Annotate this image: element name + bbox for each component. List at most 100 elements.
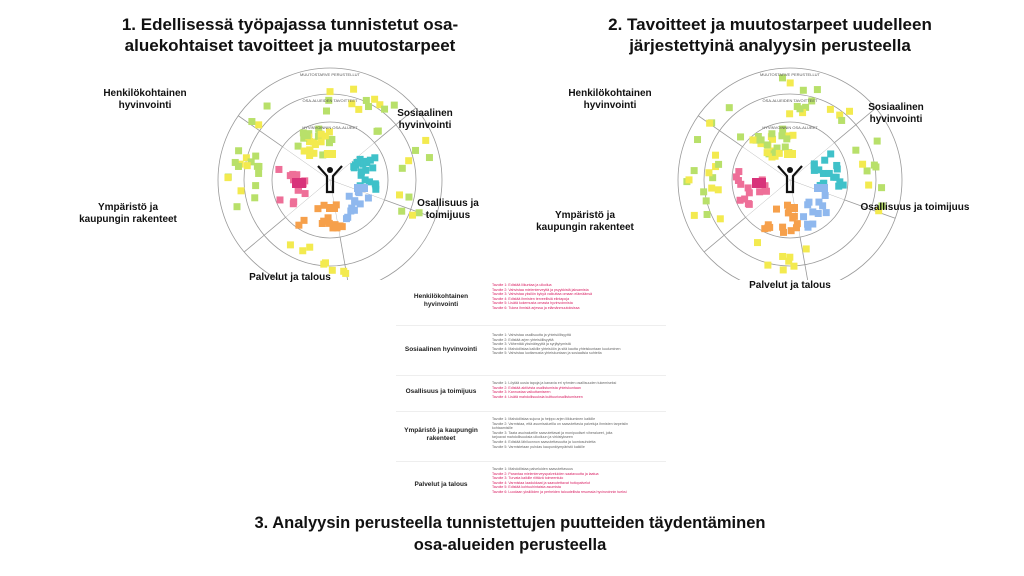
center-note (354, 184, 368, 192)
sticky-note (319, 151, 327, 159)
sticky-note (317, 130, 325, 138)
goal-item: tarjoavat mahdollisuuksia ulkoiluun ja v… (492, 435, 573, 440)
sticky-note (821, 156, 829, 164)
sector-label-social: Sosiaalinen hyvinvointi (397, 108, 453, 131)
sticky-note (390, 101, 398, 109)
sticky-note (819, 169, 827, 177)
sticky-note (348, 100, 356, 108)
goal-item: Tavoite 5: Vahvistaa luottamusta yhteisk… (492, 351, 602, 356)
sticky-note (878, 202, 886, 210)
sticky-note (293, 171, 301, 179)
person-icon (317, 165, 343, 194)
sticky-note (825, 169, 833, 177)
wellbeing-wheel-2: MUUTOSTARVE PERUSTELLUT OSA-ALUEIDEN TAV… (677, 67, 903, 293)
sticky-note (878, 184, 886, 192)
sticky-note (836, 111, 844, 119)
sticky-note (234, 162, 242, 170)
sticky-note (808, 97, 816, 105)
sticky-note (356, 200, 364, 208)
sticky-note (357, 168, 365, 176)
sticky-note (810, 162, 818, 170)
ring-circle (731, 121, 849, 239)
sticky-note (809, 208, 817, 216)
ring-label-middle: OSA-ALUEIDEN TAVOITTEET (763, 98, 818, 103)
sticky-note (295, 221, 303, 229)
sticky-note (741, 195, 749, 203)
sticky-note (350, 85, 358, 93)
table-goals: Tavoite 1: Löytää uusia tapoja ja kanavi… (492, 381, 664, 399)
sticky-note (361, 176, 369, 184)
sticky-note (342, 215, 350, 223)
sticky-note (396, 191, 404, 199)
sector-label-services: Palvelut ja talous (249, 272, 331, 283)
goal-item: Tavoite 6: Tukea ihmisiä arjessa ja eläm… (492, 305, 580, 310)
sticky-note (237, 187, 245, 195)
sticky-note (425, 154, 433, 162)
sticky-note (796, 105, 804, 113)
goal-item: Tavoite 3: Taata asuinalueille saavutett… (492, 430, 613, 435)
sticky-note (405, 193, 413, 201)
sticky-note (299, 247, 307, 255)
table-category: Osallisuus ja toimijuus (405, 388, 477, 395)
sticky-note (734, 176, 742, 184)
table-row: Sosiaalinen hyvinvointi Tavoite 1: Vahvi… (396, 325, 666, 376)
sticky-note (815, 166, 823, 174)
sticky-note (863, 167, 871, 175)
goal-item: Tavoite 4: Edistää lähiluonnon saavutett… (492, 439, 596, 444)
sticky-note (703, 210, 711, 218)
table-goals: Tavoite 1: Vahvistaa osallisuutta ja yht… (492, 333, 664, 356)
sticky-note (685, 176, 693, 184)
person-head (327, 167, 333, 173)
sticky-note (243, 162, 251, 170)
sticky-note (255, 169, 263, 177)
sector-divider (703, 216, 746, 253)
sticky-note (299, 129, 307, 137)
goal-item: Tavoite 2: Vahvistaa mielenterveyttä ja … (492, 287, 589, 292)
sticky-note (345, 192, 353, 200)
sticky-note (764, 224, 772, 232)
ring-label-outer: MUUTOSTARVE PERUSTELLUT (300, 72, 361, 77)
sticky-note (714, 186, 722, 194)
wellbeing-wheel-1: MUUTOSTARVE PERUSTELLUT OSA-ALUEIDEN TAV… (217, 67, 443, 293)
sticky-note (306, 138, 314, 146)
center-note (752, 178, 766, 188)
sticky-note (306, 152, 314, 160)
sticky-note (359, 160, 367, 168)
sticky-note (328, 266, 336, 274)
section-1-title: 1. Edellisessä työpajassa tunnistetut os… (121, 15, 459, 55)
goal-item: Tavoite 4: Varmistaa laadukkaat ja saavu… (492, 480, 591, 485)
goal-item: Tavoite 5: Edistää kohtuuhintaista asumi… (492, 485, 561, 490)
person-head (787, 167, 793, 173)
goal-item: Tavoite 2: Parantaa mielenterveyspalvelu… (492, 471, 599, 476)
sticky-note (317, 138, 325, 146)
sticky-note (819, 202, 827, 210)
sticky-note (706, 119, 714, 127)
sticky-note (768, 153, 776, 161)
goal-item: Tavoite 6: Luodaan yksilöiden ja perheid… (492, 489, 627, 494)
sticky-note (300, 147, 308, 155)
table-goals: Tavoite 1: Edistää liikuntaa ja ulkoilua… (492, 283, 664, 311)
sector-label-services: Palvelut ja talous (749, 280, 831, 291)
sticky-note (763, 141, 771, 149)
sticky-note (276, 196, 284, 204)
sticky-note (325, 96, 333, 104)
sticky-note (364, 194, 372, 202)
sticky-note (325, 128, 333, 136)
sticky-note (781, 143, 789, 151)
goal-item: Tavoite 2: Varmistaa, että asumisalueill… (492, 421, 628, 426)
center-note (292, 178, 306, 188)
sticky-note (865, 181, 873, 189)
sticky-note (255, 162, 263, 170)
sticky-note (756, 188, 764, 196)
sticky-note (821, 191, 829, 199)
goal-item: Tavoite 1: Mahdollistaa palveluiden saav… (492, 467, 573, 471)
sticky-note (372, 185, 380, 193)
section-3-title: 3. Analyysin perusteella tunnistettujen … (254, 514, 766, 554)
sticky-note (757, 136, 765, 144)
sticky-note (338, 223, 346, 231)
sticky-note (708, 184, 716, 192)
sector-divider (799, 237, 810, 291)
sticky-note (231, 158, 239, 166)
sticky-note (342, 269, 350, 277)
goals-table: Henkilökohtainen hyvinvointi Tavoite 1: … (396, 277, 666, 507)
